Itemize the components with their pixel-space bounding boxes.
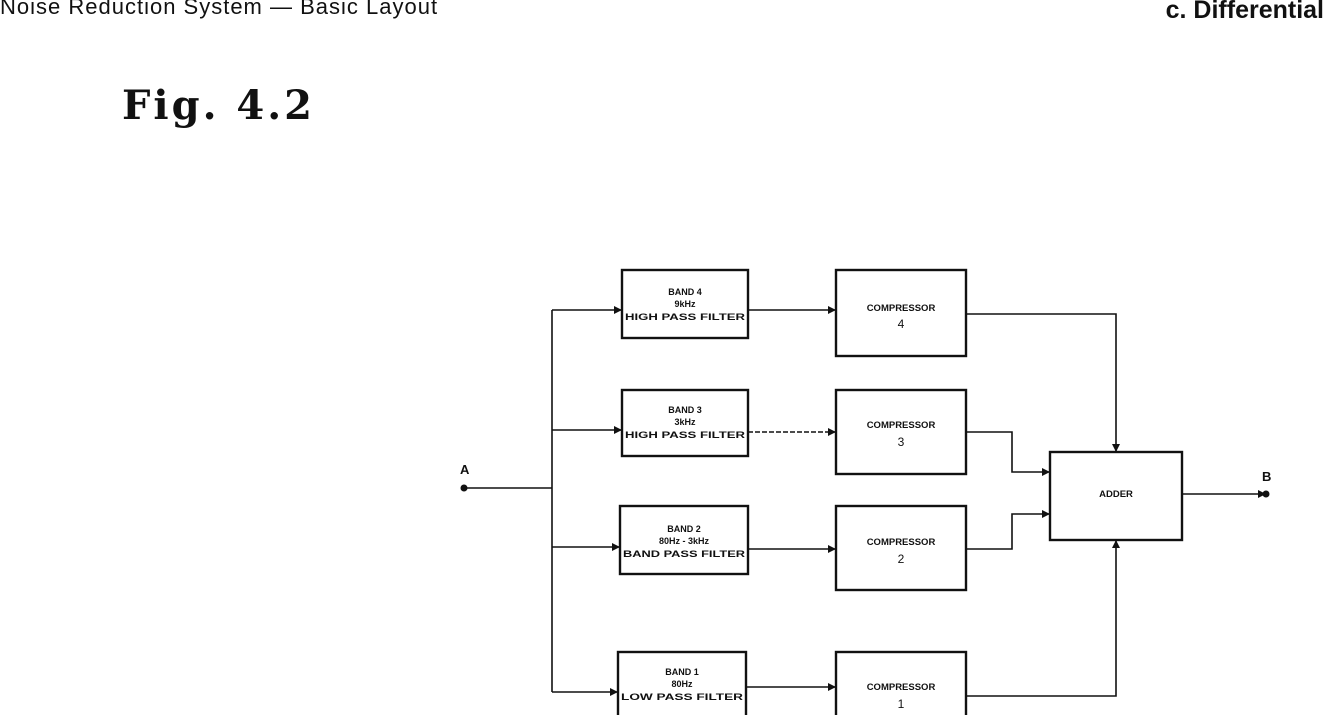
compressor-4-label: COMPRESSOR	[867, 303, 936, 314]
compressor-4-number: 4	[898, 317, 905, 331]
compressor-2-label: COMPRESSOR	[867, 537, 936, 548]
band-3-title: BAND 3	[668, 405, 702, 415]
compressor-4	[834, 268, 968, 358]
band-2-filter	[618, 504, 750, 576]
band-3-type: HIGH PASS FILTER	[625, 430, 746, 440]
adder-label: ADDER	[1099, 489, 1133, 500]
compressor-1-number: 1	[898, 697, 905, 711]
subsection-title: c. Differential	[1165, 0, 1324, 24]
band-4-title: BAND 4	[668, 287, 702, 297]
compressor-3	[834, 388, 968, 476]
band-2-row: BAND 2 80Hz - 3kHz BAND PASS FILTER COMP…	[552, 504, 1050, 592]
band-1-title: BAND 1	[665, 667, 699, 677]
band-4-filter	[620, 268, 750, 340]
figure-label: Fig. 4.2	[122, 82, 316, 129]
compressor-1	[834, 650, 968, 715]
compressor-2-number: 2	[898, 552, 905, 566]
output-label: B	[1262, 469, 1271, 484]
band-3-row: BAND 3 3kHz HIGH PASS FILTER COMPRESSOR …	[552, 388, 1050, 476]
band-1-row: BAND 1 80Hz LOW PASS FILTER COMPRESSOR 1	[552, 540, 1120, 715]
compressor-3-label: COMPRESSOR	[867, 420, 936, 431]
output-node	[1262, 490, 1270, 498]
compressor-3-number: 3	[898, 435, 905, 449]
band-2-freq: 80Hz - 3kHz	[659, 536, 710, 546]
band-3-freq: 3kHz	[674, 417, 696, 427]
band-3-filter	[620, 388, 750, 458]
input-label: A	[460, 462, 470, 477]
band-1-filter	[616, 650, 748, 715]
compressor-2	[834, 504, 968, 592]
band-4-row: BAND 4 9kHz HIGH PASS FILTER COMPRESSOR …	[552, 268, 1120, 452]
section-title: Noise Reduction System — Basic Layout	[0, 0, 439, 19]
band-2-title: BAND 2	[667, 524, 701, 534]
compressor-1-label: COMPRESSOR	[867, 682, 936, 693]
adder	[1048, 450, 1184, 542]
band-2-type: BAND PASS FILTER	[623, 549, 746, 559]
band-4-freq: 9kHz	[674, 299, 696, 309]
band-4-type: HIGH PASS FILTER	[625, 312, 746, 322]
band-1-freq: 80Hz	[671, 679, 693, 689]
band-1-type: LOW PASS FILTER	[621, 692, 744, 702]
